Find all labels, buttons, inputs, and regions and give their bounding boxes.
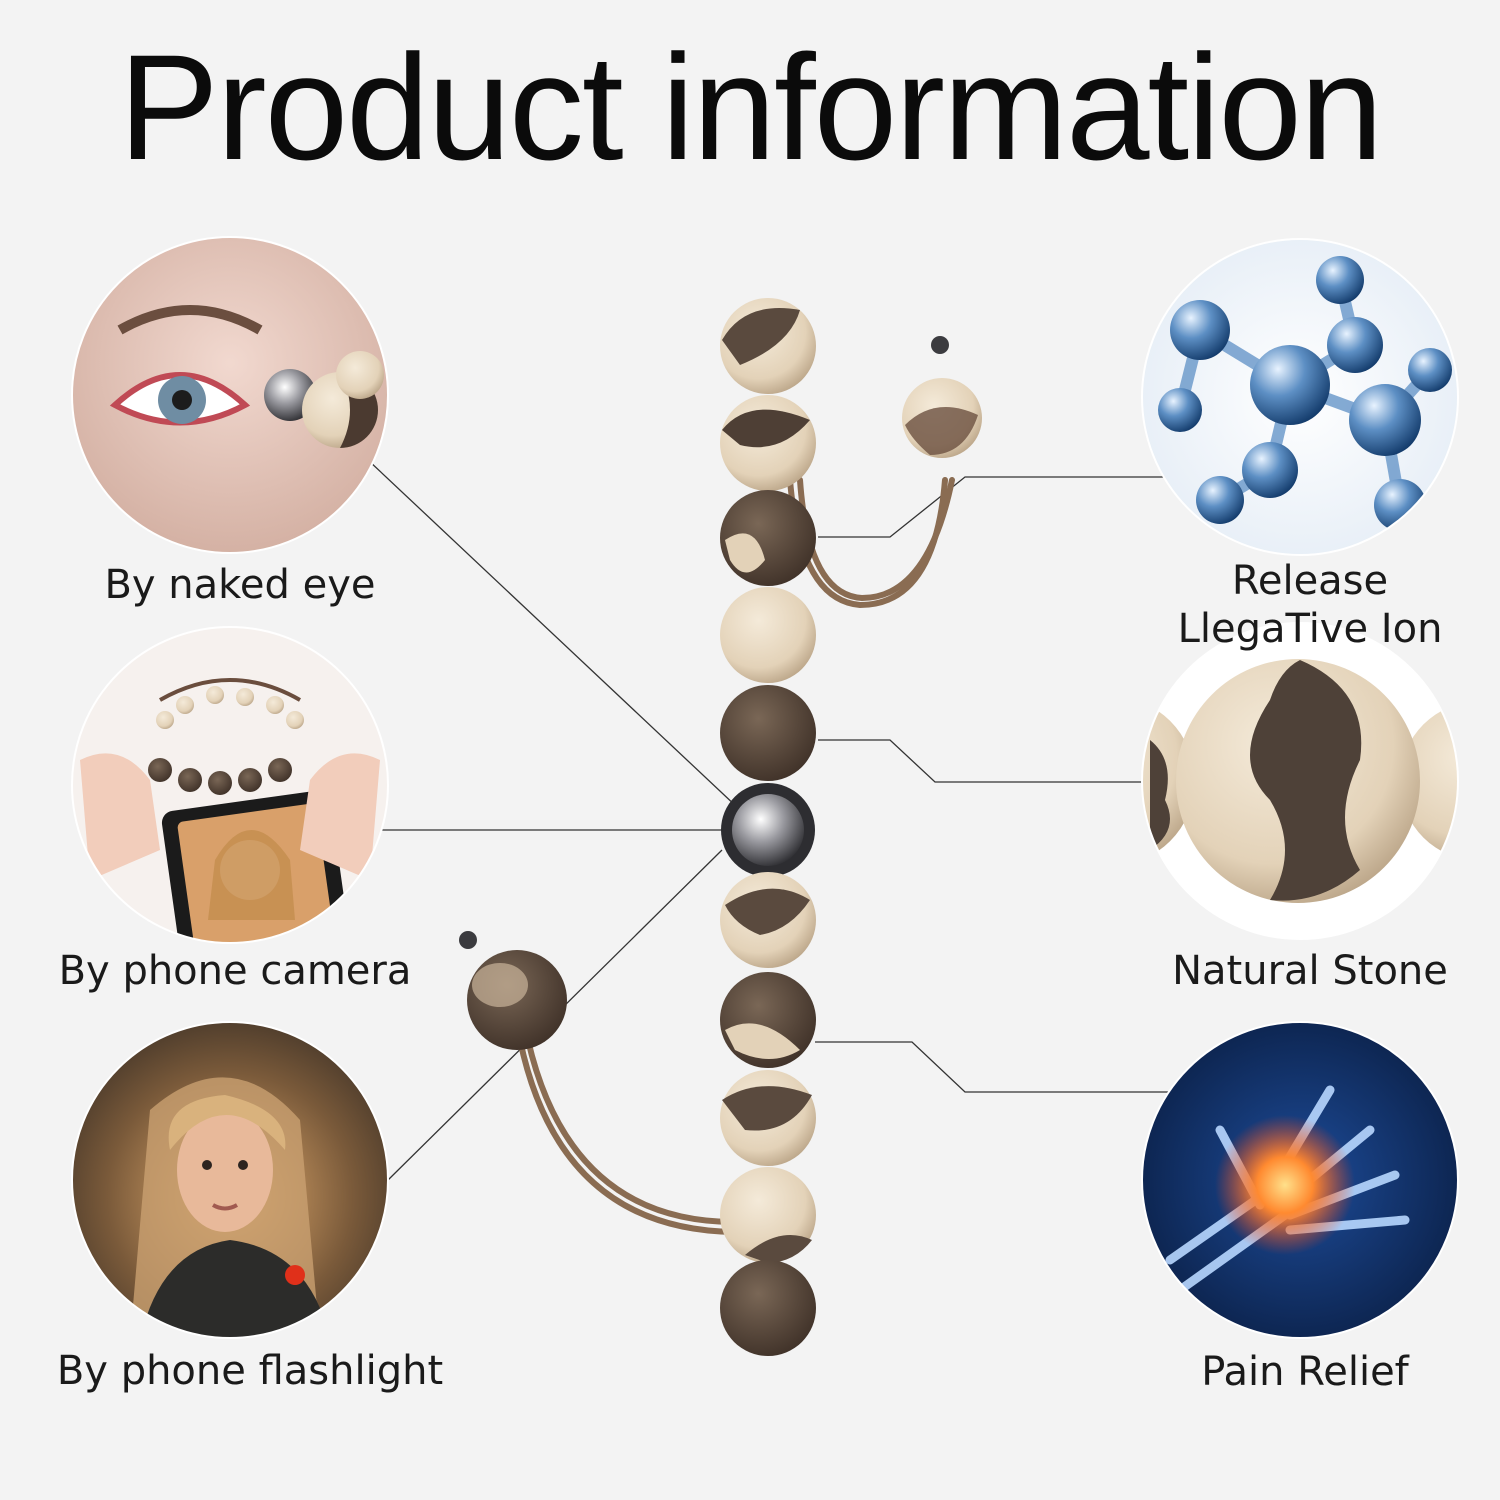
feature-natural-stone-label: Natural Stone <box>1172 948 1448 994</box>
bead <box>720 1167 816 1263</box>
magnetic-clasp <box>721 783 815 877</box>
bead <box>720 395 816 491</box>
feature-release-ion-line2: LlegaTive Ion <box>1177 606 1443 652</box>
bead <box>720 587 816 683</box>
stone-bead-closeup-icon <box>1142 623 1458 939</box>
connector-release-ion <box>818 476 1165 538</box>
feature-phone-flashlight-label: By phone flashlight <box>56 1348 444 1394</box>
feature-naked-eye-label: By naked eye <box>104 562 376 608</box>
bead <box>720 298 816 394</box>
bead <box>720 685 816 781</box>
bead <box>720 1070 816 1166</box>
bead <box>720 872 816 968</box>
tail-bead-top <box>902 336 982 458</box>
tail-bead-bottom <box>459 931 567 1050</box>
feature-release-ion-line1: Release <box>1231 558 1389 604</box>
hand-xray-icon <box>1142 1022 1458 1338</box>
bracelet-beads <box>459 298 982 1356</box>
woman-portrait-photo-icon <box>72 1022 388 1338</box>
feature-pain-relief-label: Pain Relief <box>1201 1349 1409 1395</box>
feature-release-ion-label: Release LlegaTive Ion <box>1140 557 1480 653</box>
bead <box>720 972 816 1068</box>
connector-pain-relief <box>815 1041 1168 1093</box>
bead <box>720 490 816 586</box>
feature-phone-camera-label: By phone camera <box>58 948 412 994</box>
eye-with-beads-photo-icon <box>72 237 388 553</box>
molecule-icon <box>1142 239 1458 555</box>
page-title: Product information <box>118 23 1384 191</box>
connector-natural-stone <box>818 739 1145 783</box>
connector-naked-eye <box>367 459 739 809</box>
bead <box>720 1260 816 1356</box>
phone-camera-photo-icon <box>72 627 388 943</box>
